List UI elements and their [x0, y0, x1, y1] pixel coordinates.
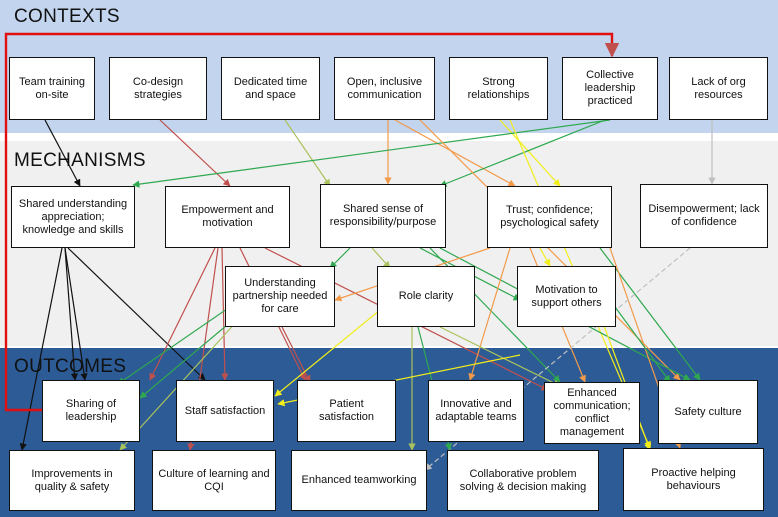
context-co-design: Co-design strategies: [109, 57, 207, 120]
outcome-sharing-leadership: Sharing of leadership: [42, 380, 140, 442]
outcome-innovative-teams: Innovative and adaptable teams: [428, 380, 524, 442]
outcome-enhanced-communication: Enhanced communication; conflict managem…: [544, 382, 640, 444]
outcome-proactive-helping: Proactive helping behaviours: [623, 448, 764, 511]
outcomes-heading: OUTCOMES: [14, 356, 127, 377]
mechanism-shared-sense: Shared sense of responsibility/purpose: [320, 184, 446, 248]
outcome-improvements-quality: Improvements in quality & safety: [9, 450, 135, 511]
context-team-training: Team training on-site: [9, 57, 95, 120]
mechanism-disempowerment: Disempowerment; lack of confidence: [640, 184, 768, 248]
outcome-patient-satisfaction: Patient satisfaction: [297, 380, 396, 442]
context-lack-resources: Lack of org resources: [669, 57, 768, 120]
outcome-safety-culture: Safety culture: [658, 380, 758, 444]
mechanism-understanding-partnership: Understanding partnership needed for car…: [225, 266, 335, 327]
mechanism-motivation-support: Motivation to support others: [517, 266, 616, 327]
mechanism-trust: Trust; confidence; psychological safety: [487, 186, 612, 248]
mechanism-empowerment: Empowerment and motivation: [165, 186, 290, 248]
contexts-heading: CONTEXTS: [14, 6, 120, 27]
context-collective-leadership: Collective leadership practiced: [562, 57, 658, 120]
outcome-collaborative-problem: Collaborative problem solving & decision…: [447, 450, 599, 511]
outcome-enhanced-teamworking: Enhanced teamworking: [291, 450, 427, 511]
context-dedicated-time: Dedicated time and space: [221, 57, 320, 120]
mechanism-role-clarity: Role clarity: [377, 266, 475, 327]
context-open-communication: Open, inclusive communication: [334, 57, 435, 120]
mechanism-shared-understanding: Shared understanding appreciation; knowl…: [11, 186, 135, 248]
outcome-staff-satisfaction: Staff satisfaction: [176, 380, 274, 442]
outcome-culture-learning: Culture of learning and CQI: [152, 450, 276, 511]
mechanisms-heading: MECHANISMS: [14, 150, 146, 171]
context-strong-relationships: Strong relationships: [449, 57, 548, 120]
